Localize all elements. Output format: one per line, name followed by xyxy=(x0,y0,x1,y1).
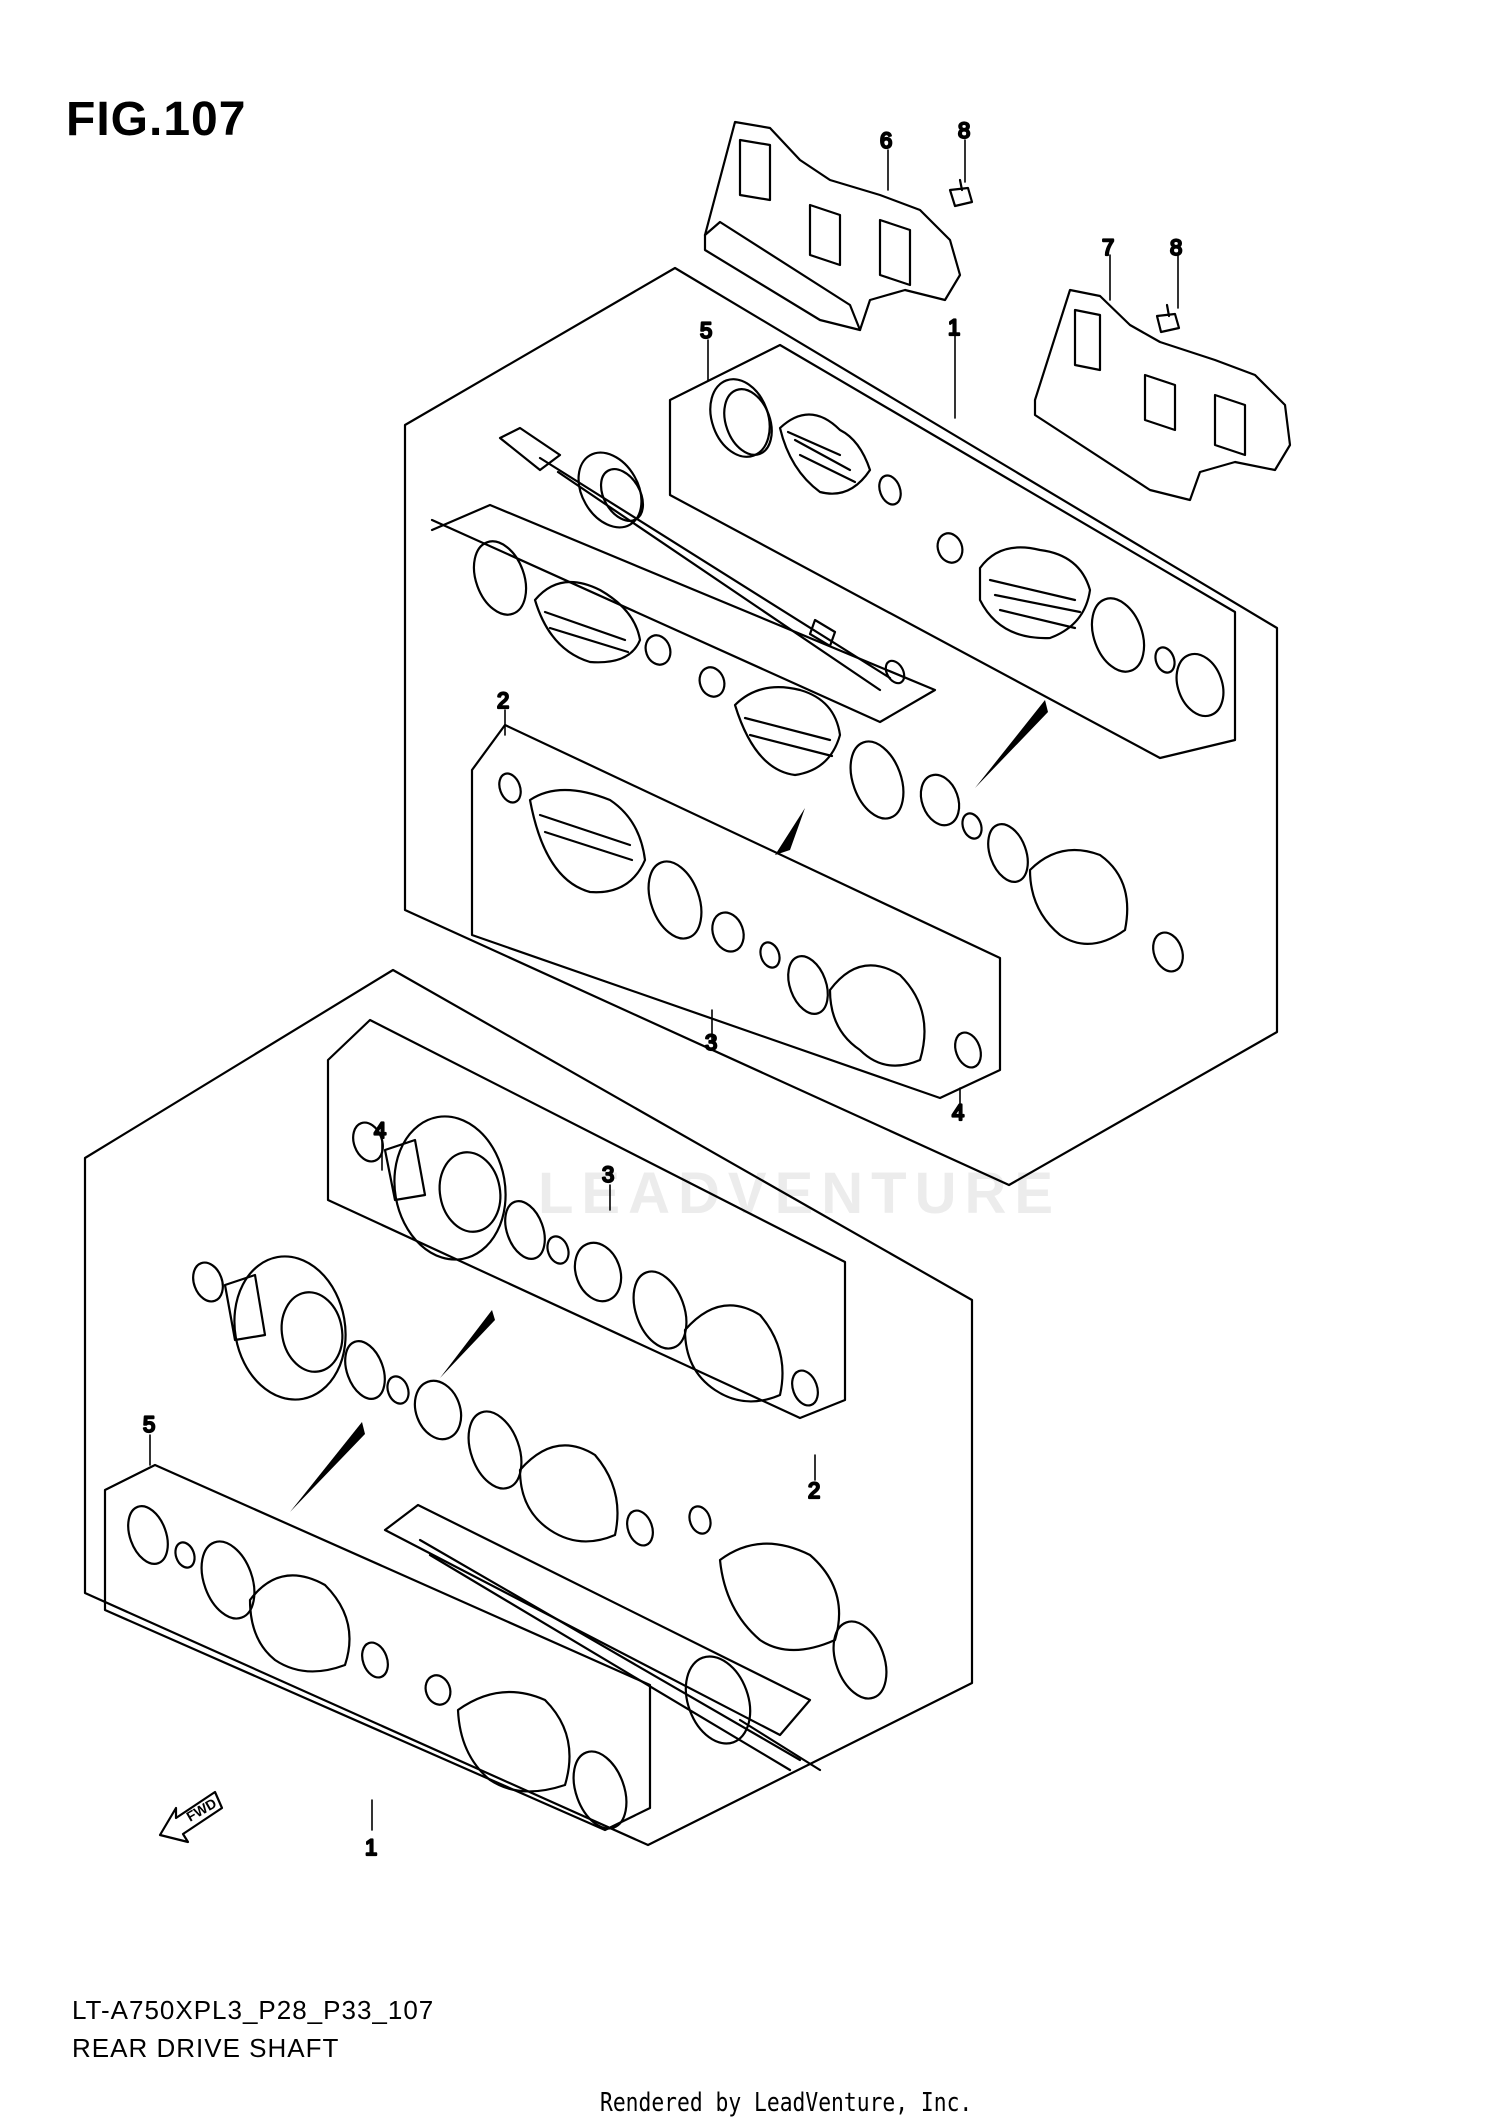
figure-title: FIG.107 xyxy=(66,93,247,146)
fwd-label: FWD xyxy=(184,1795,220,1825)
fwd-arrow xyxy=(158,1790,224,1844)
guard-part-7 xyxy=(1033,288,1292,502)
callout-4-top: 4 xyxy=(952,1100,964,1125)
callout-2-top: 2 xyxy=(497,688,509,713)
callout-5-bottom: 5 xyxy=(143,1412,155,1437)
callout-5-top: 5 xyxy=(700,318,712,343)
callout-6: 6 xyxy=(880,128,892,153)
callout-leaders xyxy=(149,139,1179,1831)
callout-3-top: 3 xyxy=(705,1030,717,1055)
callout-8-upper: 8 xyxy=(958,118,970,143)
callout-1-bottom: 1 xyxy=(365,1835,377,1860)
callout-1-top: 1 xyxy=(948,315,960,340)
leadventure-watermark: LEADVENTURE xyxy=(538,1161,1062,1226)
callout-3-bottom: 3 xyxy=(602,1162,614,1187)
guard-part-6 xyxy=(703,120,962,332)
callout-8-lower: 8 xyxy=(1170,235,1182,260)
rendered-by-credit: Rendered by LeadVenture, Inc. xyxy=(600,2088,973,2118)
figure-name: REAR DRIVE SHAFT xyxy=(72,2033,340,2063)
figure-code: LT-A750XPL3_P28_P33_107 xyxy=(72,1995,435,2025)
callout-7: 7 xyxy=(1102,235,1114,260)
callout-4-bottom: 4 xyxy=(374,1118,386,1143)
lower-shaft-assembly-outline xyxy=(83,968,974,1847)
bolt-part-8-upper xyxy=(948,178,974,208)
upper-boot-rings xyxy=(472,378,1225,1069)
bolt-part-8-lower xyxy=(1155,303,1181,334)
upper-shaft-assembly-outline xyxy=(403,266,1279,1187)
upper-drive-shaft xyxy=(498,426,906,692)
direction-pointer xyxy=(290,700,1048,1512)
callout-2-bottom: 2 xyxy=(808,1478,820,1503)
lower-boot-rings xyxy=(127,1115,888,1830)
